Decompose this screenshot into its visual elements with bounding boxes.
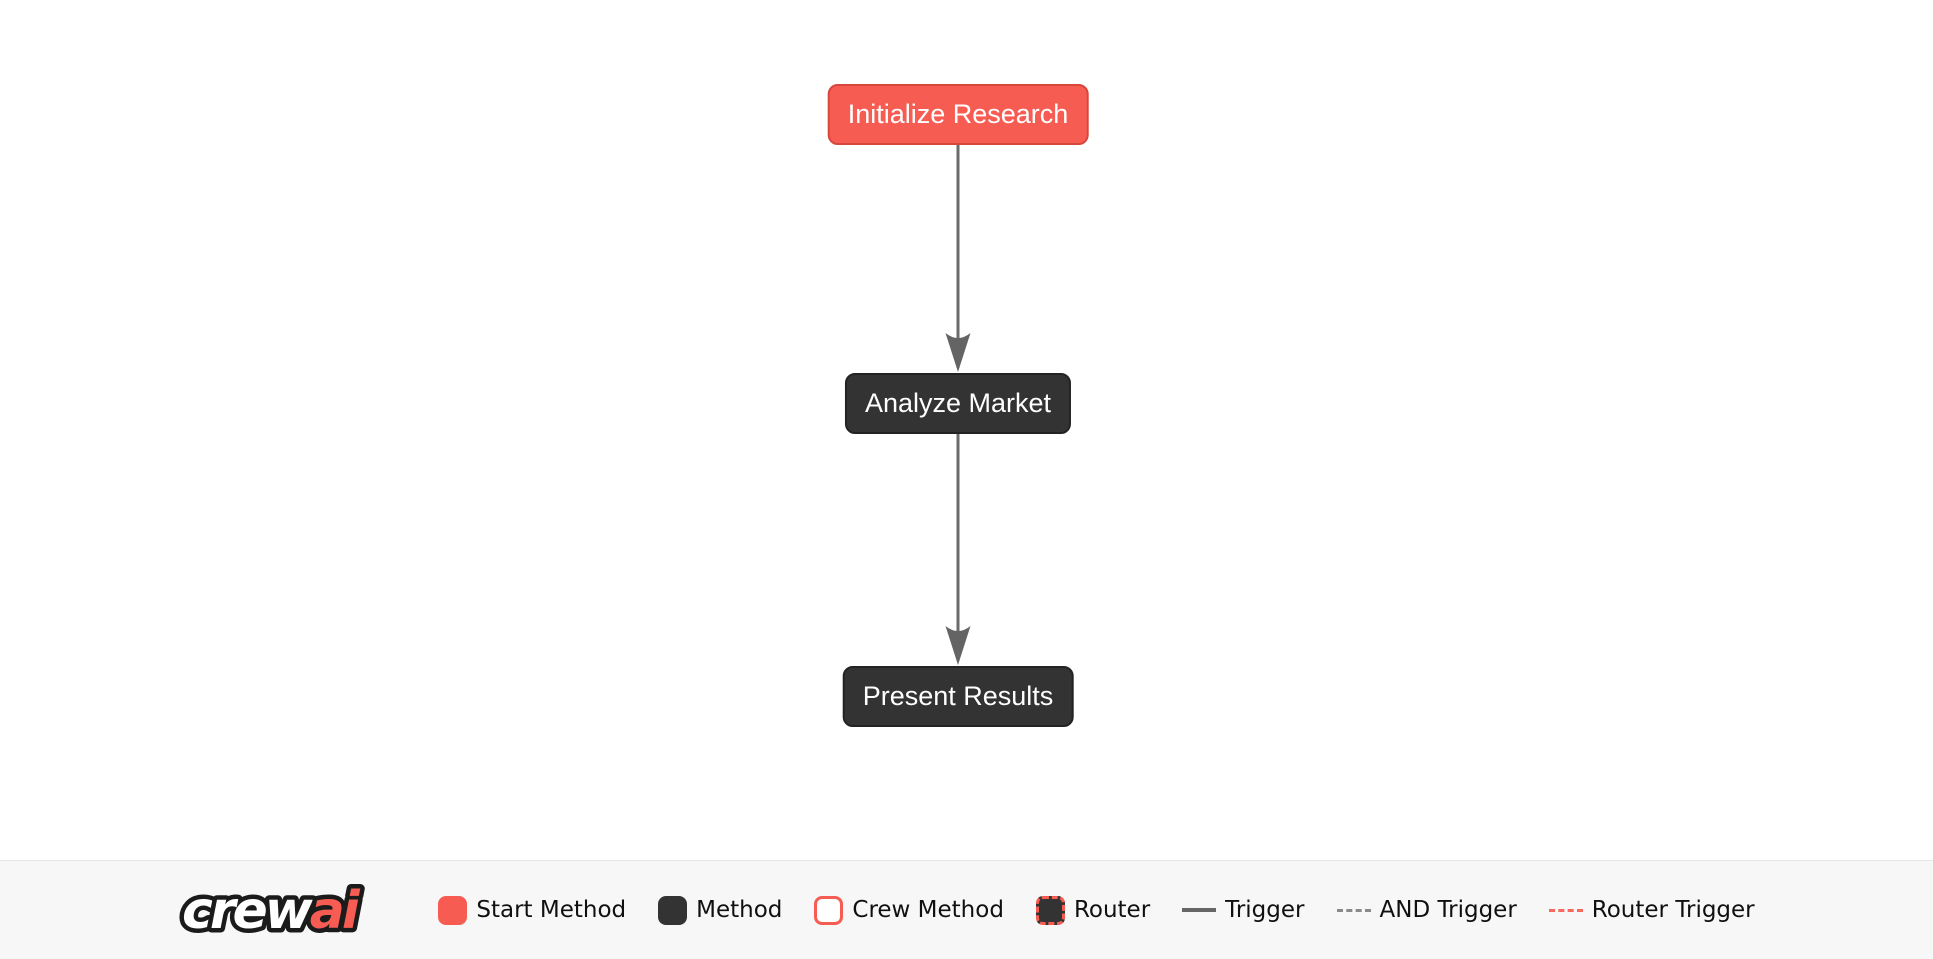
flow-node-analyze-market[interactable]: Analyze Market [844,373,1072,434]
flow-node-present-results[interactable]: Present Results [842,666,1074,727]
legend-item-router: Router [1035,895,1151,925]
legend-label: Router [1073,897,1151,923]
router-trigger-line-icon [1548,908,1583,912]
edge-trigger-1 [945,145,971,372]
crewai-logo-image: crewai [178,877,368,946]
legend-item-start-method: Start Method [438,895,627,925]
and-trigger-line-icon [1336,908,1371,912]
legend-label: Crew Method [852,897,1004,923]
svg-text:crewai: crewai [182,881,361,941]
legend-item-crew-method: Crew Method [814,895,1004,925]
flow-node-label: Initialize Research [847,99,1069,129]
legend-item-method: Method [658,895,783,925]
flow-node-initialize-research[interactable]: Initialize Research [827,84,1089,145]
flow-node-label: Analyze Market [864,388,1052,418]
legend-item-router-trigger: Router Trigger [1548,897,1755,923]
router-swatch-icon [1035,895,1065,925]
start-method-swatch-icon [438,895,468,925]
legend-item-trigger: Trigger [1182,897,1305,923]
flow-node-label: Present Results [862,681,1054,711]
crewai-logo: crewai [178,872,404,948]
legend-label: Start Method [476,897,627,923]
flow-diagram-canvas[interactable]: Initialize Research Analyze Market Prese… [0,0,1933,860]
legend-bar: crewai Start Method Method Crew Method R… [0,860,1933,959]
trigger-line-icon [1182,908,1217,912]
legend-label: Trigger [1225,897,1305,923]
legend-item-and-trigger: AND Trigger [1336,897,1517,923]
method-swatch-icon [658,895,688,925]
crew-method-swatch-icon [814,895,844,925]
edge-trigger-2 [945,434,971,665]
legend-label: AND Trigger [1379,897,1517,923]
legend-label: Router Trigger [1591,897,1755,923]
legend-label: Method [696,897,783,923]
